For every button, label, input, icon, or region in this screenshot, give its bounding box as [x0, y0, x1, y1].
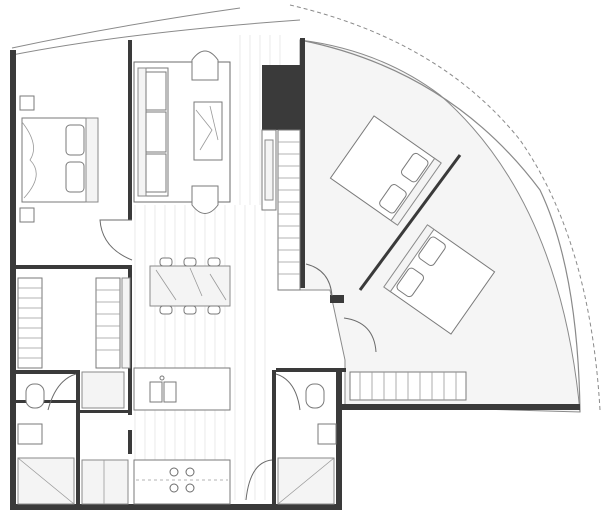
wardrobe-left: [17, 277, 131, 369]
kitchen-tap: [159, 375, 165, 381]
living-zone: [133, 61, 231, 203]
kitchen-bench: [133, 459, 231, 505]
bedroom-1-door-swing: [99, 219, 133, 261]
dining-chair-6: [207, 305, 221, 315]
sofa-cushion-1: [145, 71, 167, 111]
toilet-right: [305, 383, 325, 409]
sofa-cushion-2: [145, 111, 167, 153]
toilet-left: [25, 383, 45, 409]
armchair-2: [191, 185, 219, 214]
bedroom-1: [19, 95, 133, 261]
bed-angled-2: [383, 224, 496, 335]
dining-chair-4: [159, 305, 173, 315]
bathroom-2-door: [275, 373, 301, 411]
dining-chair-1: [159, 257, 173, 267]
pantry-door-swing: [245, 459, 273, 501]
pillow-left-2: [65, 161, 85, 193]
top-curve: [11, 7, 241, 49]
bathroom-1-door: [47, 373, 77, 411]
kitchen-sink-1: [149, 381, 163, 403]
dining-table: [149, 265, 231, 307]
bathroom-1: [17, 373, 77, 505]
dining-area: [149, 257, 231, 315]
vanity-right: [317, 423, 337, 445]
coffee-table-marble: [195, 105, 219, 151]
bedroom-2-door-swing-2: [305, 263, 333, 297]
balcony-planter: [349, 371, 467, 401]
kitchen-sink-2: [163, 381, 177, 403]
tv-unit: [261, 129, 301, 291]
pillow-left-1: [65, 124, 85, 156]
pantry: [81, 459, 129, 505]
cooktop: [169, 467, 195, 493]
top-curve-inner: [11, 19, 301, 56]
bedroom-2-door-swing: [343, 317, 377, 353]
bed-left: [21, 117, 99, 203]
balcony-edge: [299, 39, 581, 413]
dining-table-marble: [155, 267, 227, 301]
bathroom-2: [275, 373, 337, 505]
sofa-back: [137, 67, 147, 197]
vanity-left: [17, 423, 43, 445]
walls: [10, 38, 580, 510]
coffee-table: [193, 101, 223, 161]
kitchen: [81, 367, 273, 505]
bed-left-headboard: [85, 117, 99, 203]
fridge: [81, 371, 125, 409]
balcony-edge-dashed: [289, 4, 601, 411]
bed-left-duvet: [21, 121, 37, 199]
bed-angled-1: [329, 115, 442, 226]
bedroom-2: [305, 115, 496, 353]
living-room: [133, 50, 231, 214]
kitchen-island: [133, 367, 231, 411]
dining-chair-5: [183, 305, 197, 315]
bedroom-2-divider: [358, 154, 462, 291]
bedside-table-left-1: [19, 95, 35, 111]
dining-chair-3: [207, 257, 221, 267]
sofa-cushion-3: [145, 153, 167, 193]
armchair-1: [191, 50, 219, 81]
dining-chair-2: [183, 257, 197, 267]
bedside-table-left-2: [19, 207, 35, 223]
